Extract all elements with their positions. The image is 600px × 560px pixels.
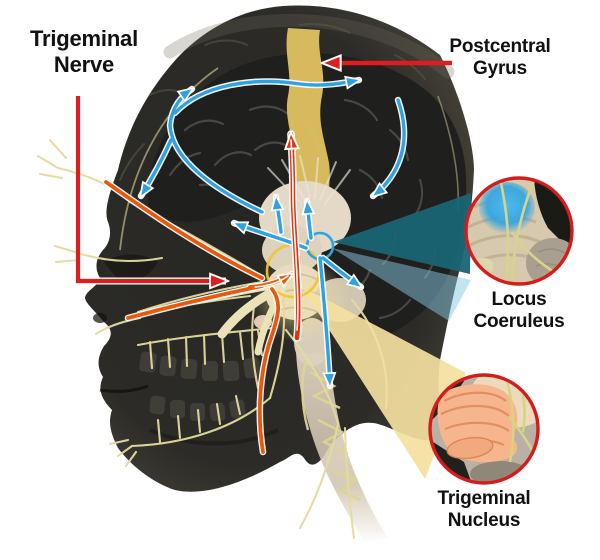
trigeminal-nerve-pointer <box>75 96 226 281</box>
postcentral-gyrus-band <box>286 28 332 216</box>
trigeminal-nucleus-inset <box>428 373 540 485</box>
noradrenergic-arrows <box>137 80 408 390</box>
skull-features <box>93 254 279 446</box>
nucleus-beam-yellow <box>301 286 466 479</box>
locus-beam-lightblue <box>332 248 471 321</box>
locus-beam-teal <box>333 193 471 274</box>
label-trigeminal-nerve: Trigeminal Nerve <box>29 26 139 77</box>
label-locus-coeruleus: Locus Coeruleus <box>473 289 565 333</box>
label-trigeminal-nucleus: Trigeminal Nucleus <box>437 488 531 532</box>
trigeminal-branch-arrows <box>102 178 292 456</box>
ascending-pathway-arrow <box>291 130 303 342</box>
label-postcentral-gyrus: Postcentral Gyrus <box>449 36 551 80</box>
locus-coeruleus-inset <box>464 176 574 286</box>
